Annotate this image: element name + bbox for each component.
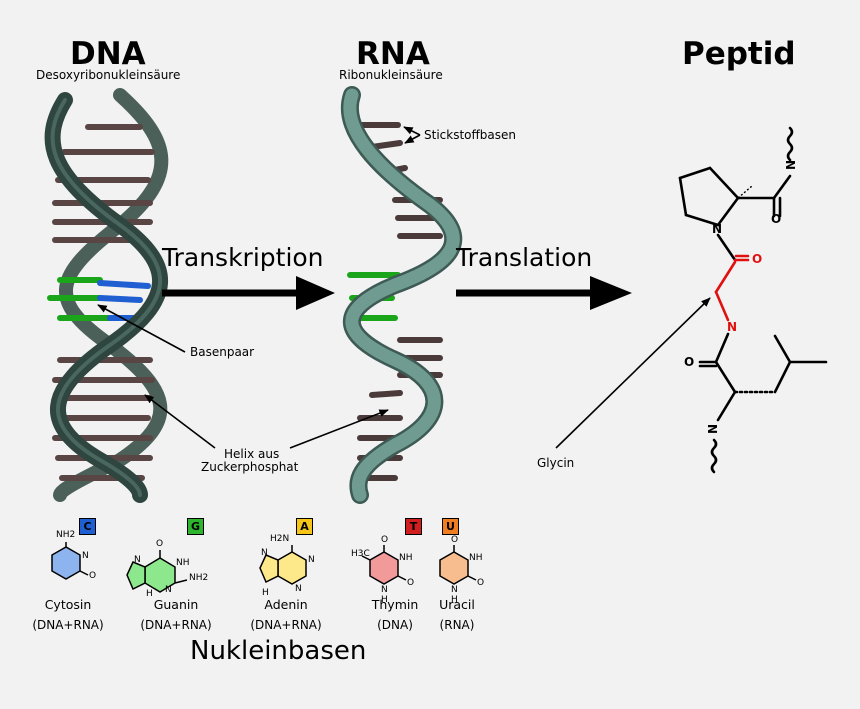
adenin-atom-h2n: H2N xyxy=(270,534,290,544)
nucleobase-structures xyxy=(51,542,477,593)
thymin-atom-h3c: H3C xyxy=(351,549,370,559)
nucleobase-usage-guanin: (DNA+RNA) xyxy=(140,618,212,632)
peptide-atom-n-top: N xyxy=(784,159,799,171)
dna-subtitle: Desoxyribonukleinsäure xyxy=(36,68,181,82)
basenpaar-label: Basenpaar xyxy=(190,345,255,359)
peptide-structure xyxy=(678,126,828,474)
nucleobase-name-uracil: Uracil xyxy=(439,597,475,612)
cytosin-atom-o: O xyxy=(89,571,97,581)
uracil-atom-h: H xyxy=(451,595,458,605)
thymin-atom-o2: O xyxy=(407,578,415,588)
translation-label: Translation xyxy=(456,243,593,272)
uracil-atom-o2: O xyxy=(477,578,485,588)
badge-a: A xyxy=(296,518,313,535)
guanin-atom-o: O xyxy=(156,539,164,549)
uracil-atom-nh: NH xyxy=(469,553,483,563)
uracil-atom-n: N xyxy=(451,585,458,595)
cytosin-atom-nh2: NH2 xyxy=(56,530,76,540)
adenin-atom-n2: N xyxy=(261,548,268,558)
adenin-atom-n3: N xyxy=(295,584,302,594)
stickstoffbasen-label: Stickstoffbasen xyxy=(424,128,516,142)
guanin-atom-h: H xyxy=(146,589,153,599)
dna-title: DNA xyxy=(70,36,146,72)
thymin-atom-h: H xyxy=(381,595,388,605)
dna-helix xyxy=(44,88,169,503)
thymin-atom-o1: O xyxy=(381,535,389,545)
process-arrows xyxy=(162,276,632,310)
nucleobase-name-cytosin: Cytosin xyxy=(44,597,92,612)
peptide-atom-o-left: O xyxy=(684,355,695,369)
transkription-label: Transkription xyxy=(162,243,324,272)
badge-g: G xyxy=(187,518,204,535)
glycin-label: Glycin xyxy=(537,456,575,470)
nucleobase-usage-cytosin: (DNA+RNA) xyxy=(32,618,104,632)
uracil-atom-o1: O xyxy=(451,535,459,545)
guanin-atom-nh: NH xyxy=(176,558,190,568)
thymin-atom-n: N xyxy=(381,585,388,595)
guanin-atom-n: N xyxy=(134,555,141,565)
badge-u: U xyxy=(442,518,459,535)
helix-label-line2: Zuckerphosphat xyxy=(201,460,299,474)
badge-c: C xyxy=(79,518,96,535)
peptid-title: Peptid xyxy=(682,36,796,72)
adenin-atom-n1: N xyxy=(308,555,315,565)
guanin-atom-nh2: NH2 xyxy=(189,573,209,583)
peptide-atom-o-top: O xyxy=(771,212,782,226)
thymin-atom-nh: NH xyxy=(399,553,413,563)
nucleobase-name-adenin: Adenin xyxy=(264,597,308,612)
cytosin-atom-n: N xyxy=(82,551,89,561)
nucleobase-usage-uracil: (RNA) xyxy=(439,618,475,632)
nucleobase-name-thymin: Thymin xyxy=(371,597,419,612)
peptide-atom-o-red: O xyxy=(752,252,763,266)
peptide-atom-n-bottom: N xyxy=(706,423,721,435)
nukleinbasen-label: Nukleinbasen xyxy=(190,636,367,666)
callout-lines xyxy=(97,126,711,449)
peptide-atom-n-red: N xyxy=(727,320,738,334)
helix-label-line1: Helix aus xyxy=(224,447,280,461)
rna-subtitle: Ribonukleinsäure xyxy=(339,68,443,82)
nucleobase-name-guanin: Guanin xyxy=(153,597,199,612)
peptide-atom-n-ring: N xyxy=(712,222,723,236)
rna-title: RNA xyxy=(356,36,430,72)
nucleobase-usage-adenin: (DNA+RNA) xyxy=(250,618,322,632)
nucleobase-usage-thymin: (DNA) xyxy=(377,618,413,632)
guanin-atom-n2: N xyxy=(165,585,172,595)
dna-base-pairs xyxy=(47,277,151,321)
rna-helix xyxy=(341,86,463,504)
badge-t: T xyxy=(405,518,422,535)
adenin-atom-h: H xyxy=(262,588,269,598)
